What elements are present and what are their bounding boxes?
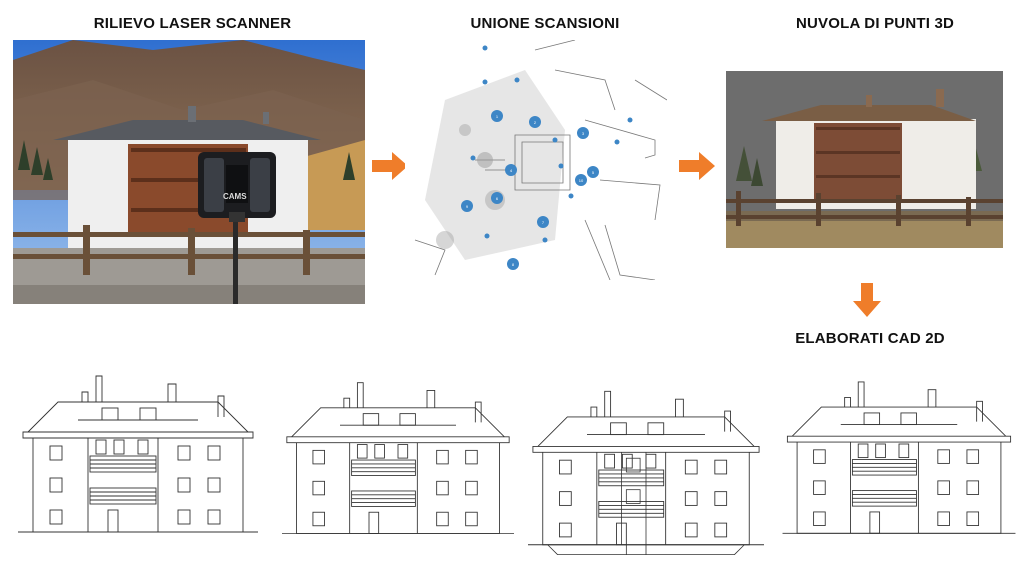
- scan-registration-plan: 1 2 3 4 5 6 7 8 9 10: [405, 40, 667, 280]
- scan-position-dot: [484, 233, 490, 239]
- scan-position-label: 6: [496, 196, 499, 201]
- title-cad-drawings: ELABORATI CAD 2D: [795, 330, 945, 347]
- scan-position-label: 4: [510, 168, 513, 173]
- scan-position-dot: [558, 163, 564, 169]
- scan-position-label: 7: [542, 220, 545, 225]
- scan-position-marker: [575, 174, 587, 186]
- scan-position-marker: [505, 164, 517, 176]
- point-cloud-render: [726, 71, 1003, 248]
- scan-position-marker: [491, 192, 503, 204]
- elevation-front: [18, 372, 258, 542]
- arrow-right-icon: [679, 152, 715, 180]
- photo-laser-scanner: CAMS: [13, 40, 365, 304]
- scan-position-dot: [482, 45, 488, 51]
- scan-position-dot: [542, 237, 548, 243]
- elevation-side-left: [282, 378, 514, 544]
- scan-position-label: 2: [534, 120, 537, 125]
- elevation-side-right: [780, 378, 1018, 543]
- scan-position-marker: [461, 200, 473, 212]
- scan-position-marker: [587, 166, 599, 178]
- scan-position-marker: [577, 127, 589, 139]
- scan-position-dot: [482, 79, 488, 85]
- title-scan-union: UNIONE SCANSIONI: [470, 15, 620, 32]
- scan-position-marker: [491, 110, 503, 122]
- scan-position-dot: [470, 155, 476, 161]
- scan-position-label: 8: [512, 262, 515, 267]
- title-point-cloud: NUVOLA DI PUNTI 3D: [795, 15, 955, 32]
- scan-position-dot: [552, 137, 558, 143]
- elevation-rear: [528, 382, 764, 555]
- scan-position-marker: [507, 258, 519, 270]
- scan-position-dot: [627, 117, 633, 123]
- scan-position-marker: [529, 116, 541, 128]
- arrow-right-icon: [372, 152, 408, 180]
- scan-position-dot: [614, 139, 620, 145]
- title-laser-survey: RILIEVO LASER SCANNER: [93, 15, 292, 32]
- arrow-down-icon: [853, 283, 881, 317]
- scan-position-label: 9: [466, 204, 469, 209]
- scan-position-label: 10: [579, 178, 584, 183]
- scan-position-dot: [568, 193, 574, 199]
- scan-position-label: 1: [496, 114, 499, 119]
- scan-position-label: 5: [592, 170, 595, 175]
- scan-position-label: 3: [582, 131, 585, 136]
- scan-position-dot: [514, 77, 520, 83]
- scanner-brand-label: CAMS: [223, 192, 247, 201]
- scan-position-marker: [537, 216, 549, 228]
